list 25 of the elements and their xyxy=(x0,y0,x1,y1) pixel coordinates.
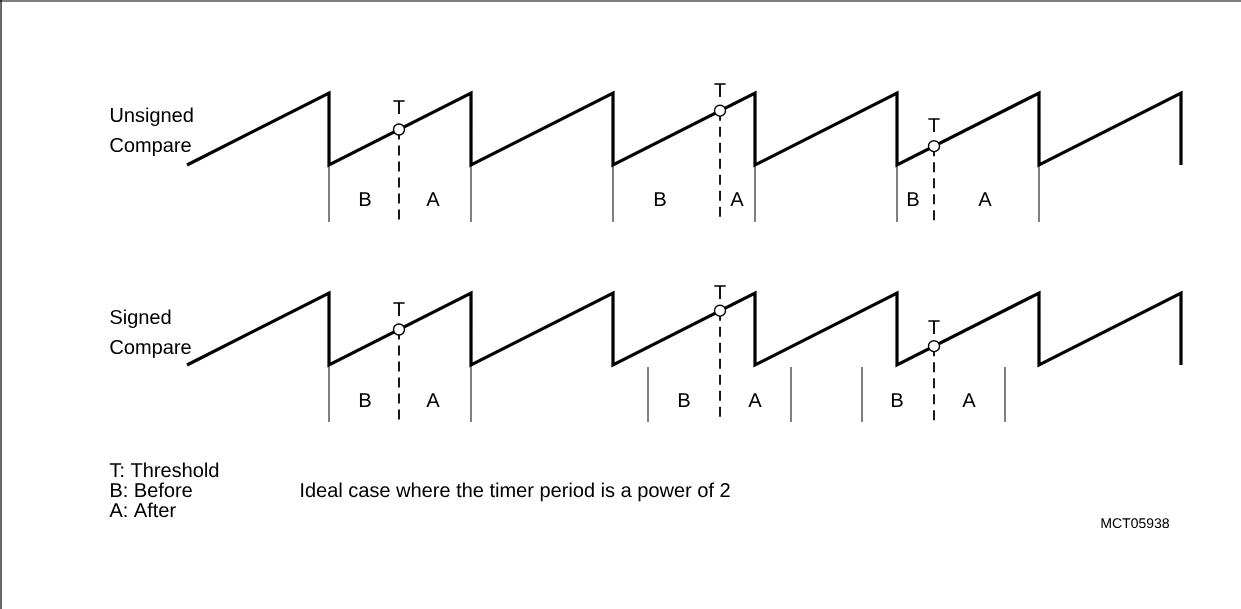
interval-label: B xyxy=(654,192,666,206)
interval-label: A xyxy=(426,393,440,407)
interval-label: A xyxy=(962,393,976,407)
caption-text: Ideal case where the timer period is a power of 2 xyxy=(301,482,730,502)
interval-label: A xyxy=(426,192,440,206)
legend-text: B: Before xyxy=(111,482,192,498)
interval-label: B xyxy=(359,393,371,407)
interval-label: B xyxy=(678,393,690,407)
row-label: Unsigned Compare xyxy=(110,107,193,157)
legend-text: A: After xyxy=(109,502,176,518)
threshold-label: T xyxy=(714,285,726,299)
interval-label: A xyxy=(748,393,762,407)
legend-text: T: Threshold xyxy=(109,462,219,478)
interval-label: A xyxy=(978,192,992,206)
threshold-label: T xyxy=(393,100,405,114)
interval-label: B xyxy=(359,192,371,206)
threshold-label: T xyxy=(393,302,405,316)
interval-label: A xyxy=(730,192,744,206)
row-label: Signed Compare xyxy=(110,309,191,359)
threshold-label: T xyxy=(928,118,940,132)
figure-id: MCT05938 xyxy=(1101,518,1169,529)
interval-label: B xyxy=(891,393,903,407)
threshold-label: T xyxy=(928,320,940,334)
interval-label: B xyxy=(907,192,919,206)
threshold-label: T xyxy=(714,83,726,97)
